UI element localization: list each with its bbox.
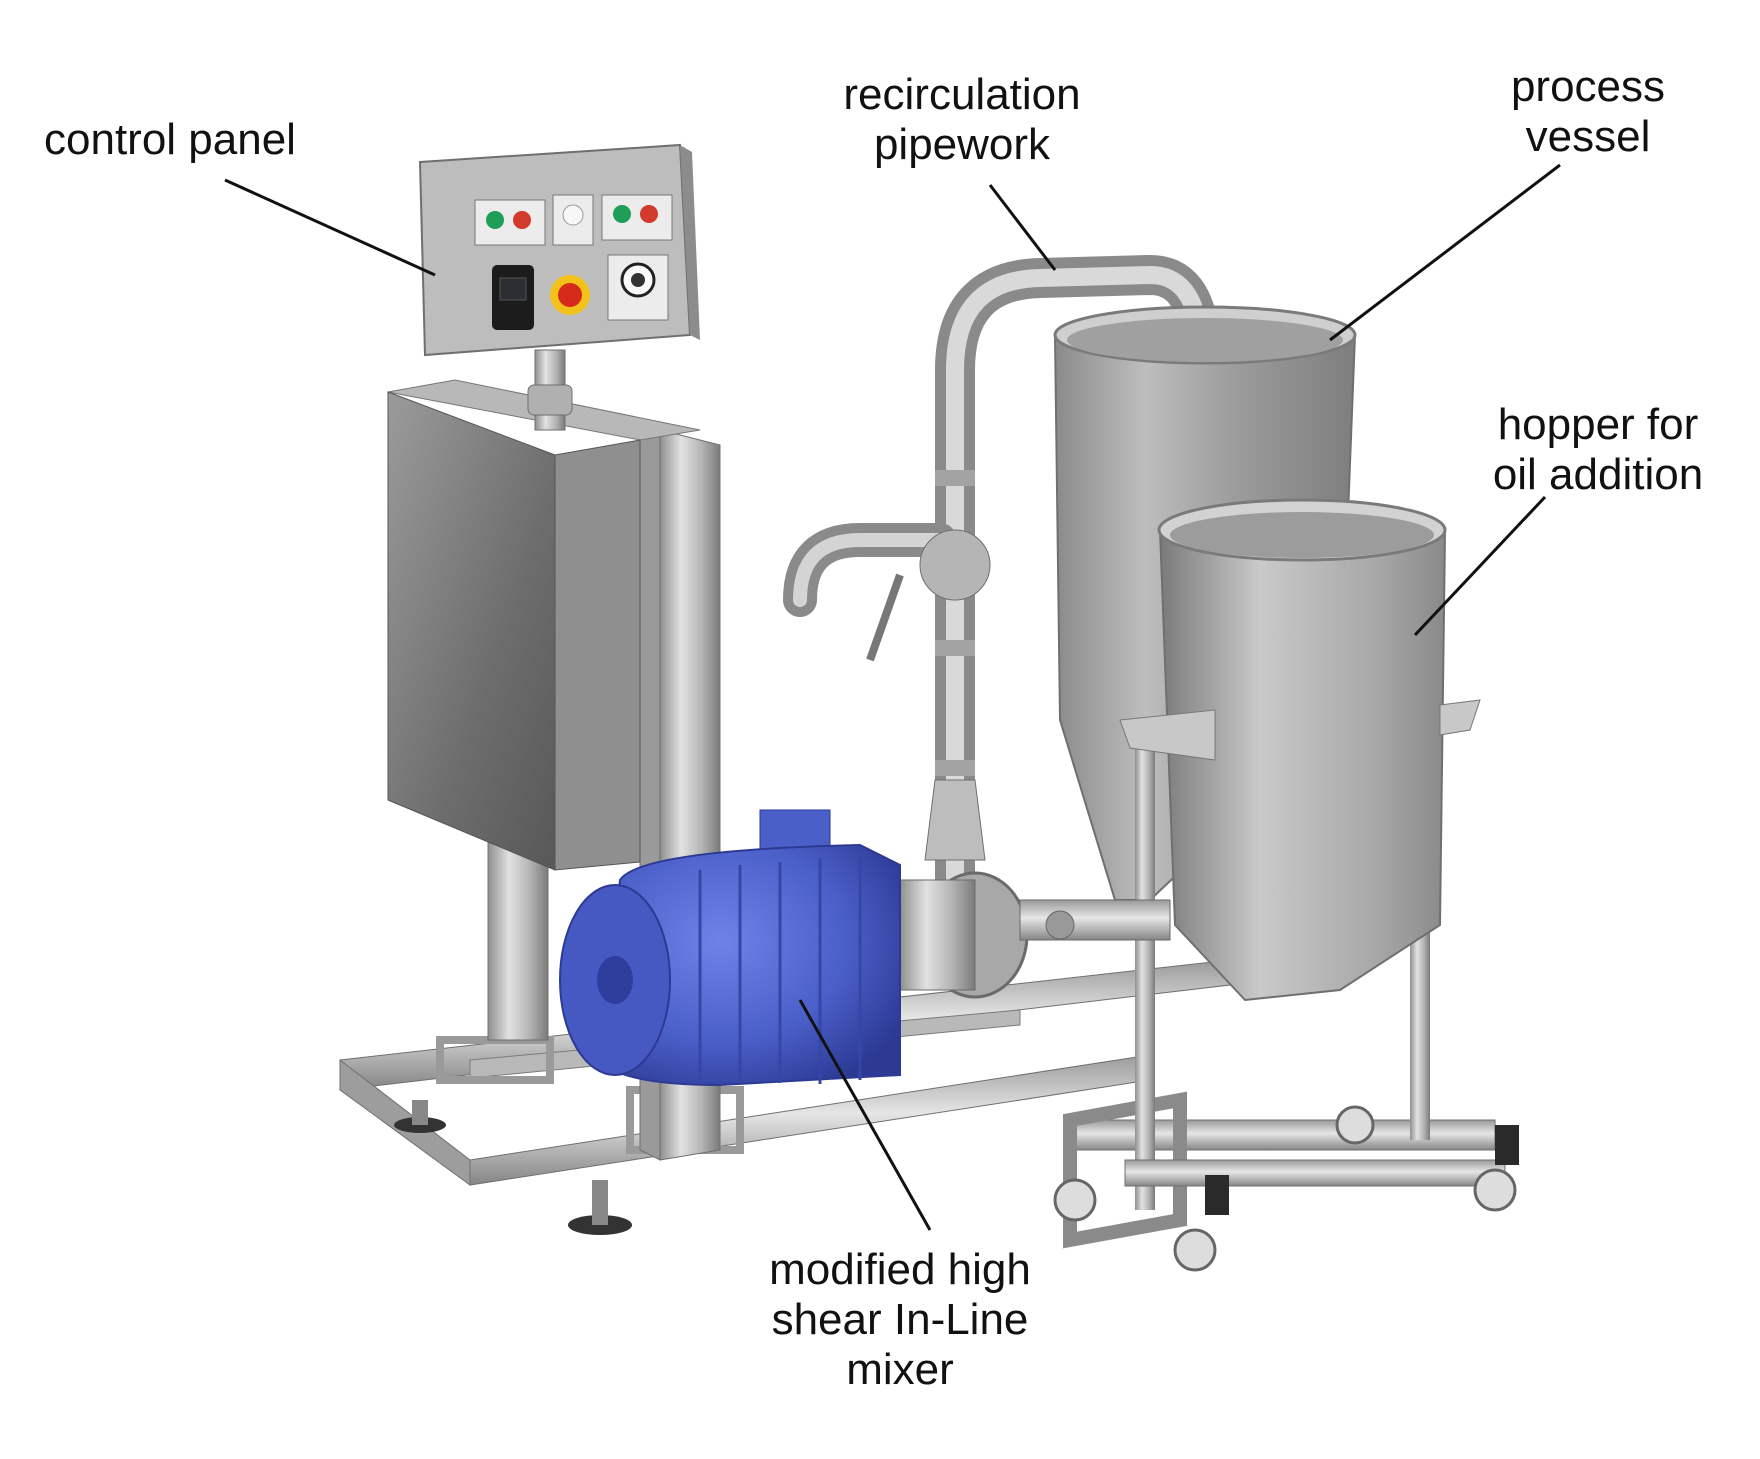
label-line: process [1510,62,1666,111]
label-line: pipework [873,120,1051,169]
label-line: mixer [846,1345,954,1394]
label-line: hopper for [1497,400,1699,449]
mixer-head [899,871,1171,999]
label-line: recirculation [843,70,1081,119]
label-process-vessel: process vessel [1478,62,1698,162]
label-line: control panel [44,115,296,164]
start-stop-buttons-left [474,199,546,246]
electrical-cabinet [387,379,701,871]
label-hopper: hopper for oil addition [1448,400,1748,500]
leader-hopper [1413,495,1547,637]
hopper [1119,498,1481,1002]
hopper-stand [1053,700,1519,1272]
mixer-motor [559,809,901,1087]
label-recirculation-pipework: recirculation pipework [812,70,1112,170]
leader-process-vessel [1329,163,1561,342]
recirculation-pipe [783,254,1220,920]
emergency-stop-button [550,275,590,315]
leader-lines [224,163,1561,1231]
start-stop-buttons-right [601,194,673,241]
leader-mixer [798,999,932,1231]
control-panel [418,143,700,431]
label-line: vessel [1525,112,1651,161]
label-line: modified high [769,1245,1031,1294]
indicator-lamp [552,194,594,246]
leader-recirculation [988,184,1057,271]
label-line: shear In-Line [771,1295,1029,1344]
speed-dial [607,254,669,321]
leader-control-panel [224,178,436,277]
castor-wheels [1053,1105,1517,1272]
variable-speed-drive-display [492,265,534,330]
label-control-panel: control panel [44,115,296,165]
label-mixer: modified high shear In-Line mixer [740,1245,1060,1395]
label-line: oil addition [1492,450,1704,499]
butterfly-valve [866,470,991,861]
